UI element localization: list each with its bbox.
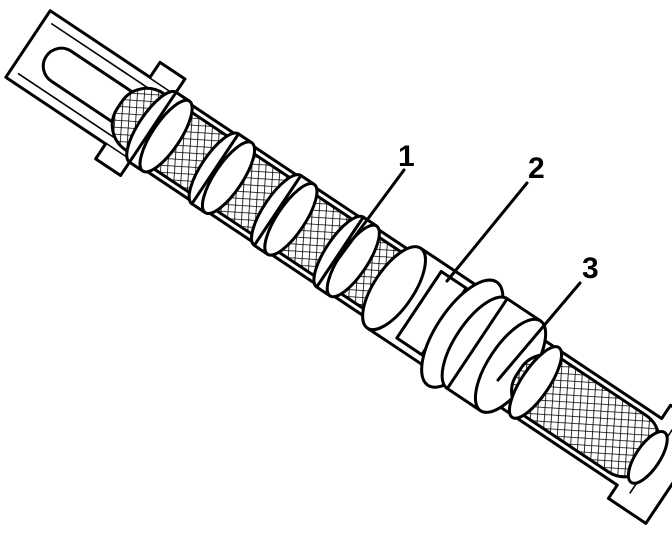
orifice-tube-body — [4, 9, 672, 525]
screen-ribs — [125, 89, 381, 299]
leader-2 — [445, 181, 529, 283]
leader-1 — [334, 168, 406, 264]
callout-2: 2 — [528, 152, 545, 185]
leader-3 — [496, 281, 582, 382]
callout-3: 3 — [582, 252, 599, 285]
callout-labels: 1 2 3 — [398, 140, 599, 285]
outlet-screen-mesh — [507, 345, 669, 485]
callout-1: 1 — [398, 140, 415, 173]
callout-leaders — [334, 168, 582, 382]
